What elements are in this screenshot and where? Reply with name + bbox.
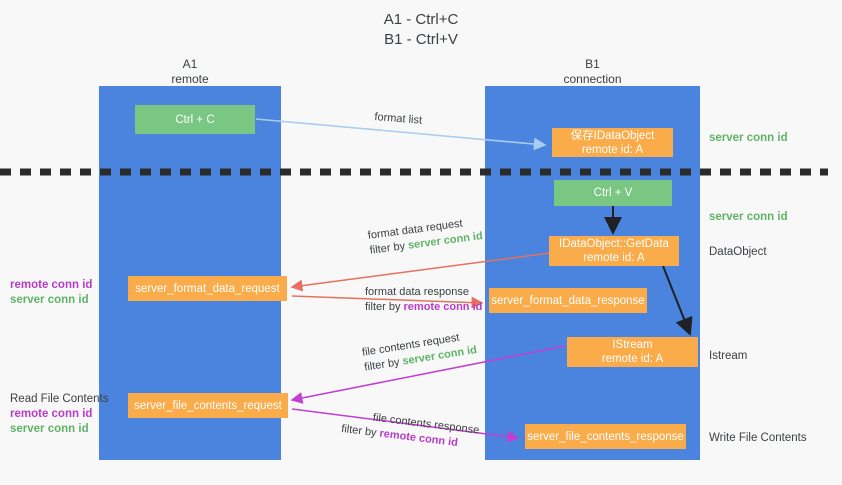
node-server-format-data-request[interactable]: server_format_data_request xyxy=(128,276,287,301)
title-line-1: A1 - Ctrl+C xyxy=(383,11,459,28)
column-b1-name: B1 xyxy=(585,57,600,71)
label-server-conn-id-top-text: server conn id xyxy=(709,132,788,144)
node-server-format-data-response-label: server_format_data_response xyxy=(491,294,645,307)
node-getdata-line1: IDataObject::GetData xyxy=(559,238,669,250)
node-istream-line2: remote id: A xyxy=(601,353,664,365)
label-istream: Istream xyxy=(709,349,747,364)
column-header-b1: B1 connection xyxy=(485,57,700,87)
column-a1-sub: remote xyxy=(171,72,209,86)
edge-label-fdres-filter: filter by remote conn id xyxy=(365,300,482,315)
label-conn-ids-format: remote conn id server conn id xyxy=(10,278,92,308)
node-ctrl-c-label: Ctrl + C xyxy=(175,113,215,126)
label-read-file-contents: Read File Contents xyxy=(10,393,109,405)
label-istream-text: Istream xyxy=(709,350,748,362)
label-read-file-contents-group: Read File Contents remote conn id server… xyxy=(10,392,108,437)
edge-label-fdres-filter-key: remote conn id xyxy=(403,301,483,313)
edge-label-format-data-response: format data response filter by remote co… xyxy=(365,285,482,315)
node-save-idataobject-line2: remote id: A xyxy=(581,143,644,156)
node-server-format-data-request-label: server_format_data_request xyxy=(135,282,280,295)
edge-label-format-data-request: format data request filter by server con… xyxy=(367,214,484,259)
column-a1-name: A1 xyxy=(182,57,198,71)
node-server-file-contents-request-label: server_file_contents_request xyxy=(134,399,282,412)
node-save-idataobject[interactable]: 保存IDataObject remote id: A xyxy=(552,128,673,157)
edge-label-file-contents-request: file contents request filter by server c… xyxy=(361,328,478,375)
edge-label-format-list-text: format list xyxy=(373,110,423,127)
label-write-file-contents-text: Write File Contents xyxy=(709,432,807,444)
node-server-format-data-response[interactable]: server_format_data_response xyxy=(489,288,647,313)
edge-label-fdreq-filter-prefix: filter by xyxy=(369,239,409,257)
label-dataobject: DataObject xyxy=(709,245,767,260)
node-server-file-contents-request[interactable]: server_file_contents_request xyxy=(128,393,288,418)
node-server-file-contents-response-label: server_file_contents_response xyxy=(527,430,684,443)
edge-label-fdres-filter-prefix: filter by xyxy=(365,301,404,313)
label-server-conn-id-top: server conn id xyxy=(709,131,788,146)
node-server-file-contents-response[interactable]: server_file_contents_response xyxy=(525,424,686,449)
label-remote-conn-id-b: remote conn id xyxy=(10,408,93,420)
label-server-conn-id-mid-text: server conn id xyxy=(709,211,788,223)
edge-label-format-list: format list xyxy=(374,110,423,129)
column-b1-sub: connection xyxy=(563,72,622,86)
node-ctrl-v-label: Ctrl + V xyxy=(593,187,633,199)
node-istream-line1: IStream xyxy=(612,339,653,351)
node-ctrl-c[interactable]: Ctrl + C xyxy=(135,105,255,134)
edge-label-file-contents-response: file contents response filter by remote … xyxy=(340,407,480,453)
page-title: A1 - Ctrl+C B1 - Ctrl+V xyxy=(0,10,842,50)
node-save-idataobject-line1: 保存IDataObject xyxy=(570,129,655,142)
node-istream[interactable]: IStream remote id: A xyxy=(567,337,698,367)
label-server-conn-id-mid: server conn id xyxy=(709,210,788,225)
label-server-conn-id-a: server conn id xyxy=(10,294,89,306)
label-dataobject-text: DataObject xyxy=(709,246,767,258)
node-getdata-line2: remote id: A xyxy=(583,252,645,264)
node-ctrl-v[interactable]: Ctrl + V xyxy=(554,180,672,206)
edge-label-fdres-line1: format data response xyxy=(365,286,469,298)
column-header-a1: A1 remote xyxy=(99,57,281,87)
label-remote-conn-id-a: remote conn id xyxy=(10,279,93,291)
edge-label-fcres-filter-prefix: filter by xyxy=(340,422,381,440)
label-write-file-contents: Write File Contents xyxy=(709,431,807,446)
node-idataobject-getdata[interactable]: IDataObject::GetData remote id: A xyxy=(549,236,679,266)
label-server-conn-id-b: server conn id xyxy=(10,423,89,435)
title-line-2: B1 - Ctrl+V xyxy=(384,31,458,48)
